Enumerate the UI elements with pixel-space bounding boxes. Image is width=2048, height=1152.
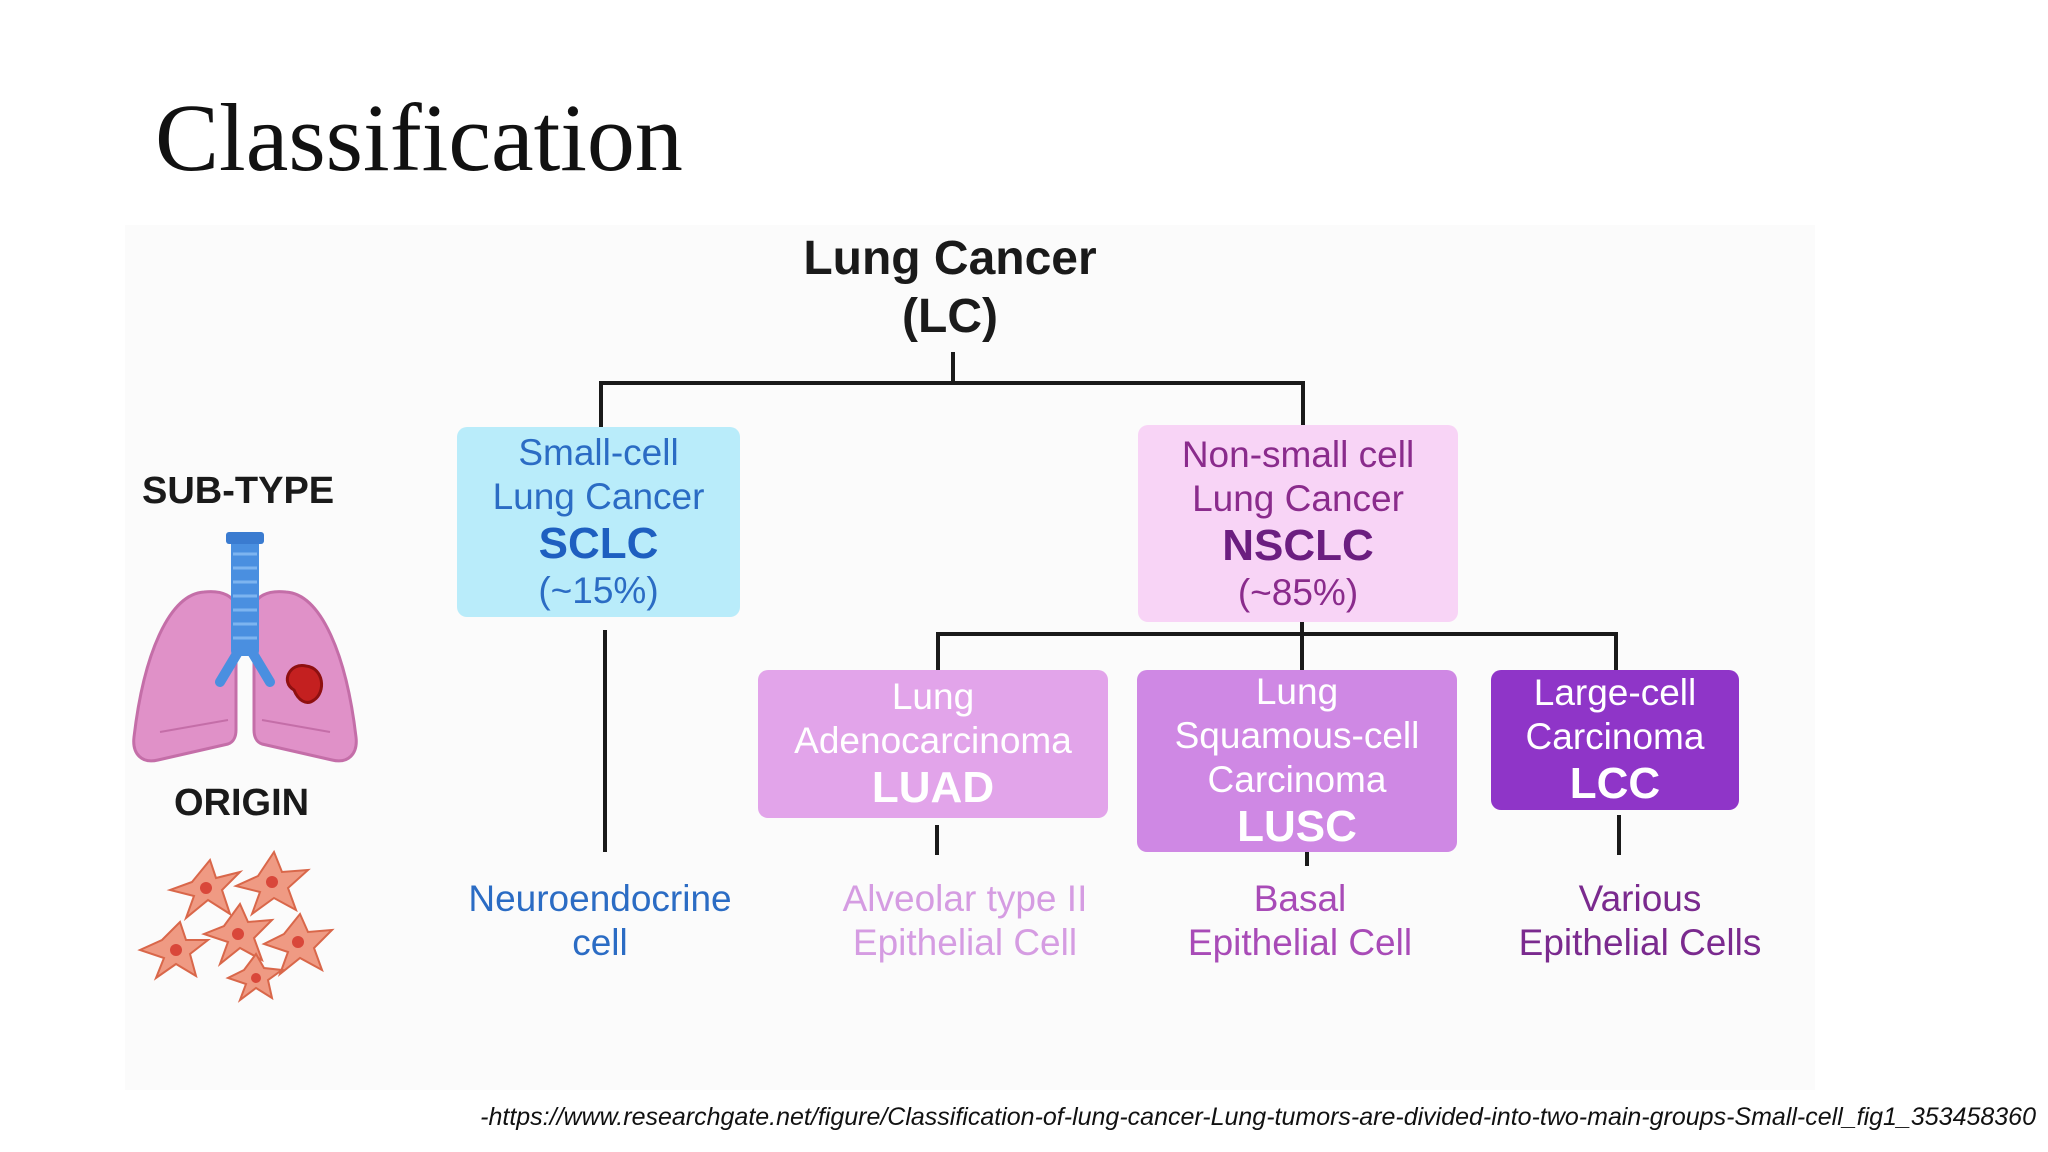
sclc-origin-line-2: cell (572, 922, 628, 963)
sclc-origin: Neuroendocrine cell (430, 877, 770, 965)
cells-icon (137, 849, 335, 1003)
nsclc-drop (1301, 381, 1305, 427)
root-line-1: Lung Cancer (803, 232, 1097, 285)
sclc-share: (~15%) (538, 570, 659, 611)
luad-line-2: Adenocarcinoma (794, 720, 1072, 761)
nsclc-bar (936, 632, 1618, 636)
sclc-origin-line-1: Neuroendocrine (468, 878, 732, 919)
lcc-origin-line (1617, 815, 1621, 855)
luad-box: Lung Adenocarcinoma LUAD (758, 670, 1108, 818)
luad-abbr: LUAD (871, 763, 995, 812)
luad-origin-line-2: Epithelial Cell (852, 922, 1078, 963)
lcc-box: Large-cell Carcinoma LCC (1491, 670, 1739, 810)
lusc-abbr: LUSC (1237, 802, 1357, 851)
luad-line-1: Lung (891, 676, 975, 717)
root-bar (599, 381, 1305, 385)
lusc-line-2: Squamous-cell (1174, 715, 1420, 756)
lcc-line-2: Carcinoma (1525, 716, 1705, 757)
source-citation: -https://www.researchgate.net/figure/Cla… (480, 1103, 2036, 1131)
nsclc-share: (~85%) (1237, 571, 1359, 613)
diagram-panel (125, 225, 1815, 1090)
luad-drop (936, 632, 940, 672)
lusc-origin: Basal Epithelial Cell (1150, 877, 1450, 965)
nsclc-line-1: Non-small cell (1181, 433, 1415, 475)
nsclc-abbr: NSCLC (1222, 520, 1374, 570)
slide-title: Classification (155, 84, 683, 191)
lcc-origin-line-1: Various (1578, 878, 1702, 919)
lusc-line-3: Carcinoma (1207, 759, 1387, 800)
lusc-origin-line-2: Epithelial Cell (1187, 922, 1413, 963)
nsclc-box: Non-small cell Lung Cancer NSCLC (~85%) (1138, 425, 1458, 622)
lcc-line-1: Large-cell (1533, 672, 1697, 713)
luad-origin-line (935, 825, 939, 855)
nsclc-stem (1300, 620, 1304, 634)
root-line-2: (LC) (902, 290, 998, 343)
sclc-box: Small-cell Lung Cancer SCLC (~15%) (457, 427, 740, 617)
luad-origin-line-1: Alveolar type II (842, 878, 1088, 919)
subtype-label: SUB-TYPE (142, 470, 335, 512)
sclc-drop (599, 381, 603, 429)
lungs-icon (132, 532, 358, 763)
lusc-box: Lung Squamous-cell Carcinoma LUSC (1137, 670, 1457, 852)
sclc-line-1: Small-cell (518, 432, 679, 473)
lcc-origin-line-2: Epithelial Cells (1518, 922, 1762, 963)
luad-origin: Alveolar type II Epithelial Cell (810, 877, 1120, 965)
nsclc-line-2: Lung Cancer (1192, 477, 1404, 519)
sclc-origin-line (603, 630, 607, 852)
lcc-drop (1614, 632, 1618, 672)
lcc-abbr: LCC (1569, 759, 1661, 808)
lusc-origin-line (1305, 852, 1309, 866)
lcc-origin: Various Epithelial Cells (1480, 877, 1800, 965)
sclc-line-2: Lung Cancer (492, 476, 705, 517)
root-stem (951, 352, 955, 384)
origin-label: ORIGIN (174, 782, 310, 824)
lusc-line-1: Lung (1255, 671, 1339, 712)
lusc-drop (1300, 632, 1304, 672)
lusc-origin-line-1: Basal (1253, 878, 1347, 919)
sclc-abbr: SCLC (538, 519, 659, 568)
root-node: Lung Cancer (LC) (750, 230, 1150, 346)
